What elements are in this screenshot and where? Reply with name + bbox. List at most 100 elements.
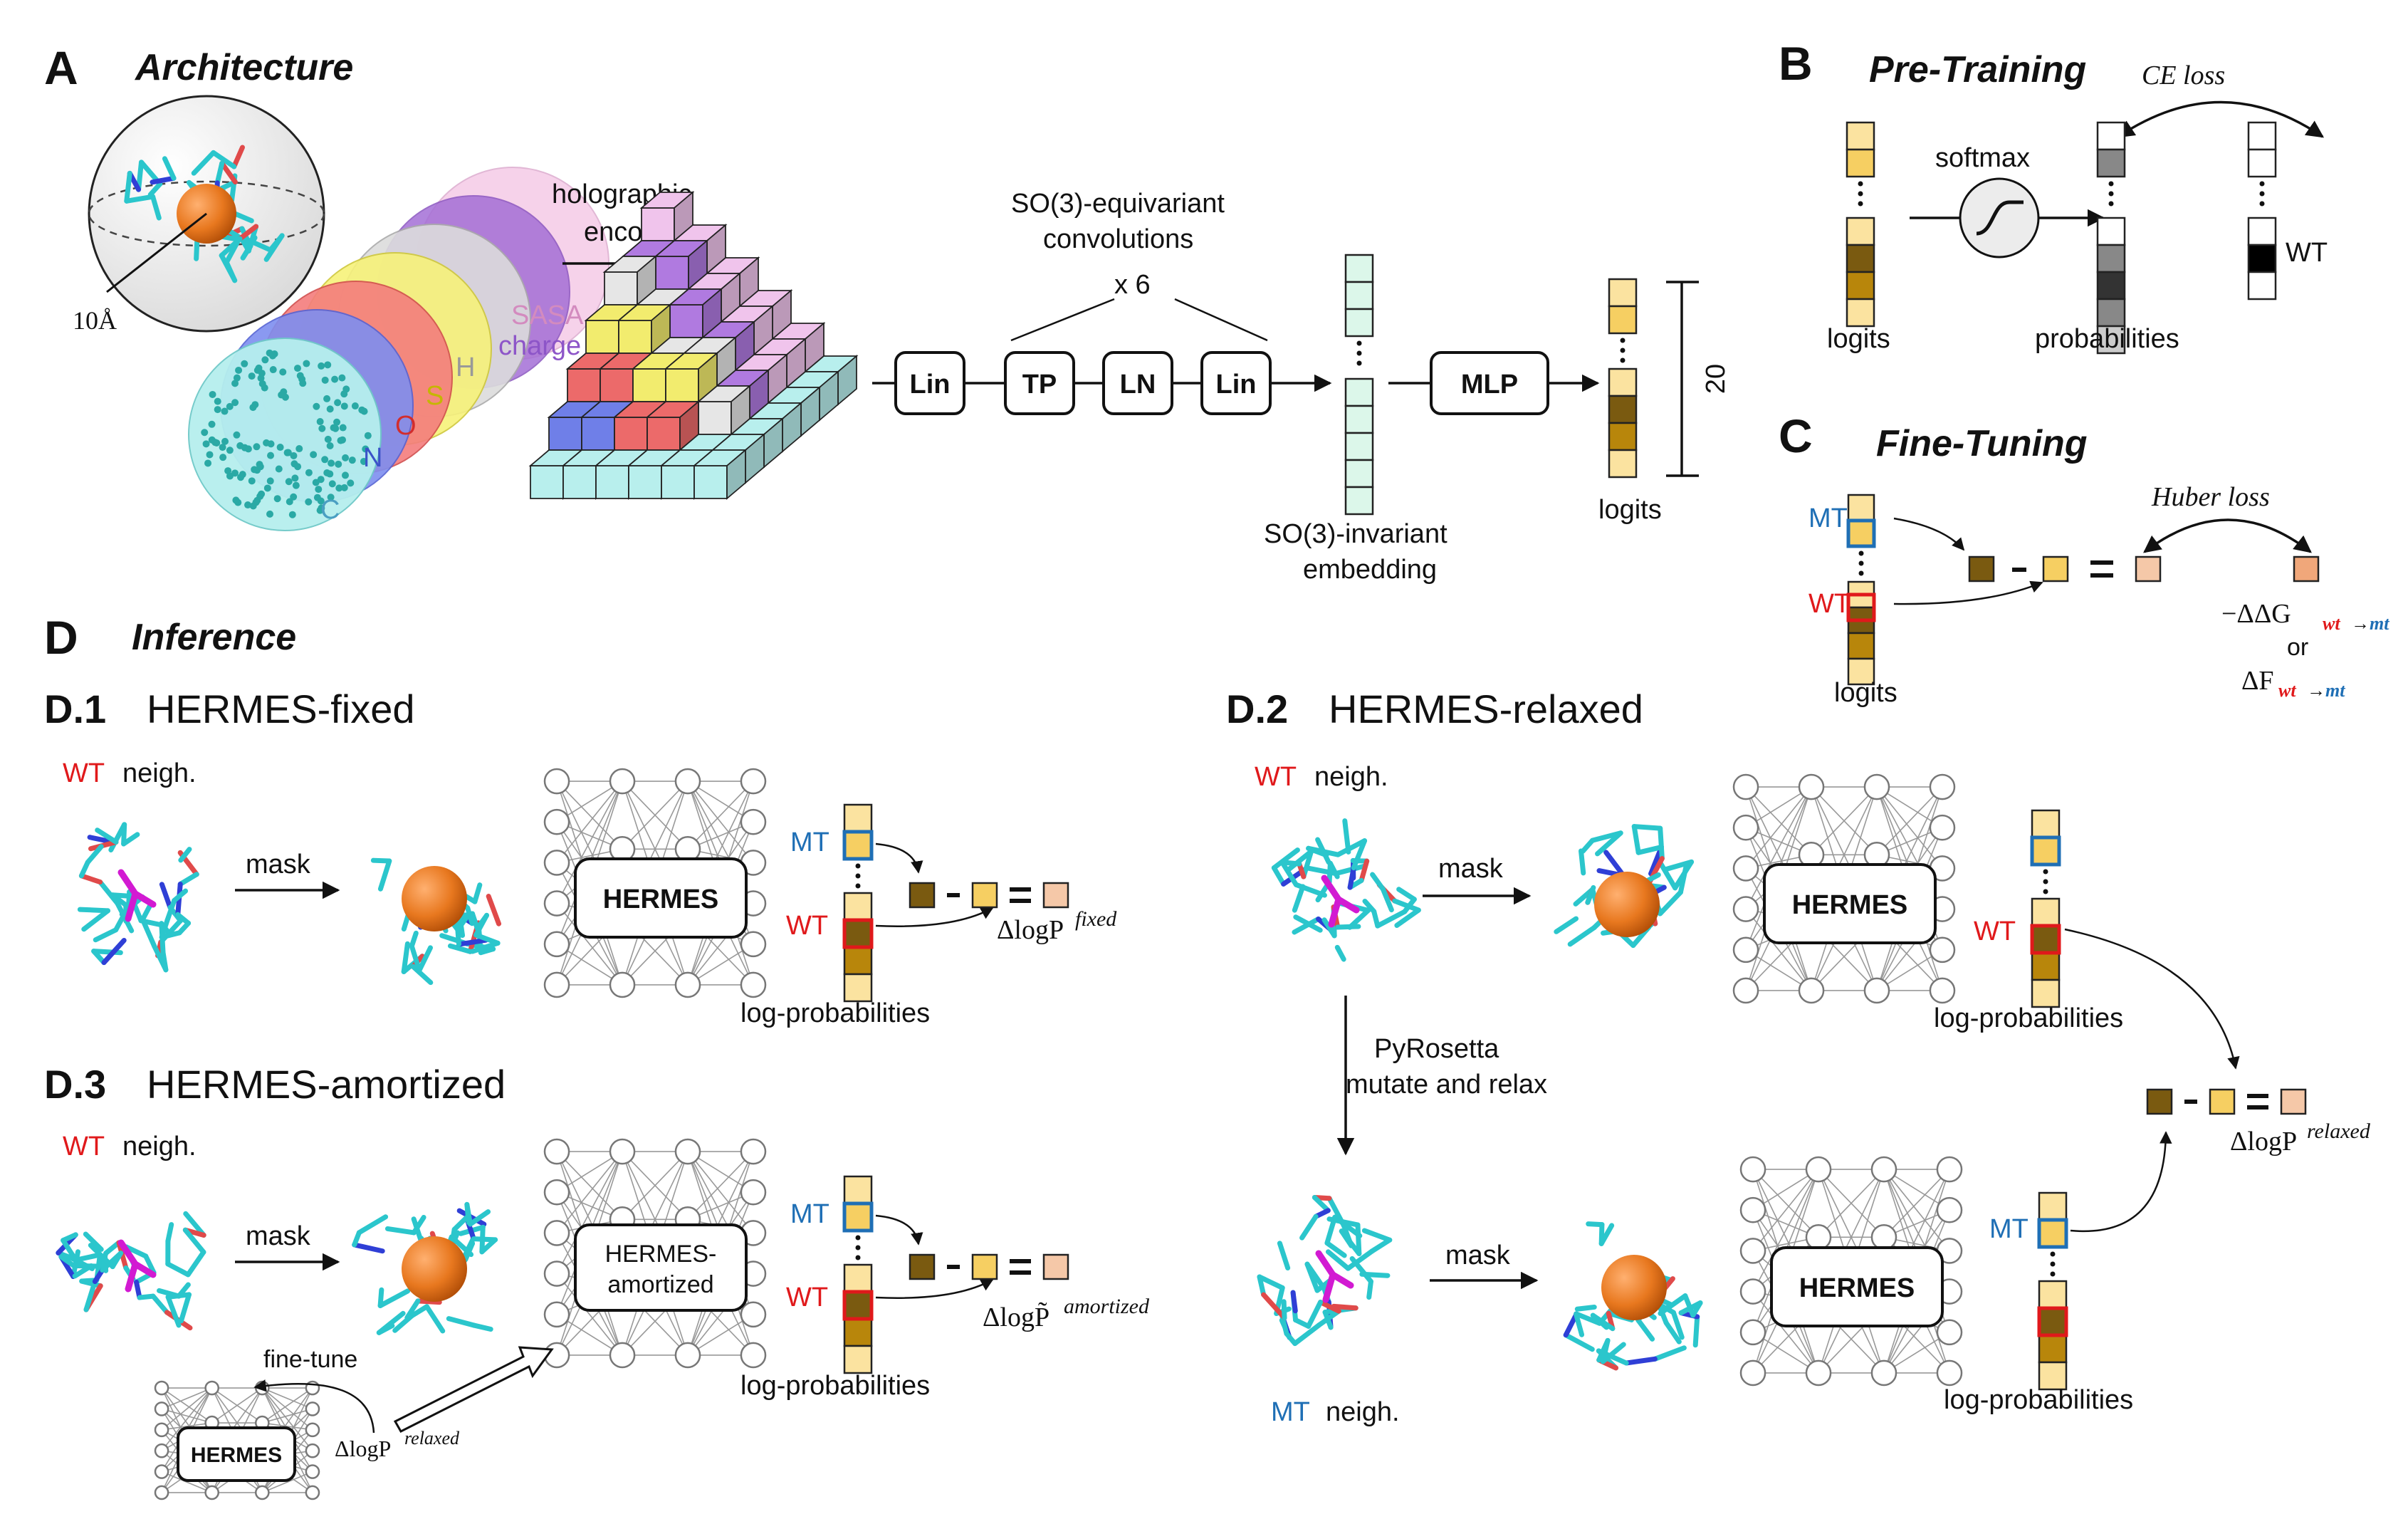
panel-d-letter: D bbox=[44, 611, 78, 664]
d2-delta-sup: relaxed bbox=[2307, 1119, 2371, 1143]
channel-discs bbox=[188, 167, 609, 531]
d2-mt-neigh-suffix: neigh. bbox=[1326, 1397, 1400, 1427]
d3-equation bbox=[909, 1253, 1069, 1280]
atom-s: S bbox=[426, 381, 444, 411]
d3-small-hermes-box bbox=[177, 1426, 296, 1482]
ce-loss-label: CE loss bbox=[2142, 61, 2225, 90]
d1-mask-ball bbox=[402, 866, 467, 931]
mt-label-c: MT bbox=[1808, 503, 1848, 533]
d2-logprob-label-bottom: log-probabilities bbox=[1944, 1385, 2133, 1415]
d2-mask-label-2: mask bbox=[1445, 1241, 1511, 1270]
d2-hermes-box-bottom bbox=[1770, 1246, 1944, 1327]
d1-hermes-label: HERMES bbox=[603, 884, 719, 914]
sigmoid-icon bbox=[1959, 177, 2040, 259]
d3-mt-label: MT bbox=[790, 1199, 829, 1229]
d2-delta-label: ΔlogP bbox=[2230, 1127, 2297, 1157]
d2-equation bbox=[2146, 1088, 2307, 1115]
ddg-sub-arrow: → bbox=[2351, 613, 2370, 634]
d1-equation bbox=[909, 882, 1069, 909]
d1-neigh-label: neigh. bbox=[122, 758, 197, 788]
pyrosetta-label-1: PyRosetta bbox=[1374, 1034, 1499, 1064]
logits-vector-c bbox=[1846, 494, 1876, 686]
logits-b-label: logits bbox=[1827, 324, 1890, 354]
d3-logprob-vector bbox=[842, 1175, 874, 1374]
d2-mt-vec-label: MT bbox=[1989, 1214, 2029, 1244]
d2-mask-label: mask bbox=[1438, 854, 1504, 884]
d3-number: D.3 bbox=[44, 1062, 106, 1107]
logits-vector-b bbox=[1846, 121, 1875, 328]
d2-wt-molecule bbox=[1271, 818, 1421, 962]
transfer-arrow bbox=[393, 1346, 554, 1433]
panel-d-title: Inference bbox=[132, 617, 296, 658]
huber-loss-label: Huber loss bbox=[2151, 482, 2270, 512]
d1-delta-sup: fixed bbox=[1075, 907, 1117, 931]
d3-hermes-label-1: HERMES- bbox=[605, 1241, 717, 1268]
conv-title-2: convolutions bbox=[1043, 224, 1193, 254]
wt-onehot-label: WT bbox=[2286, 238, 2328, 268]
panel-b-title: Pre-Training bbox=[1869, 49, 2086, 90]
neighborhood-sphere bbox=[88, 95, 325, 333]
logits-vector-a bbox=[1608, 278, 1638, 479]
ln-block-label: LN bbox=[1120, 370, 1156, 400]
tp-block-label: TP bbox=[1022, 370, 1057, 400]
df-label: ΔF bbox=[2241, 666, 2274, 696]
d2-name: HERMES-relaxed bbox=[1329, 686, 1643, 731]
ddg-sub-wt: wt bbox=[2323, 613, 2340, 634]
dim-label: 20 bbox=[1701, 364, 1731, 394]
logits-a-label: logits bbox=[1598, 495, 1662, 525]
d3-logprob-label: log-probabilities bbox=[740, 1371, 930, 1401]
d1-mt-label: MT bbox=[790, 828, 829, 857]
d2-masked-molecule bbox=[1554, 824, 1695, 949]
probabilities-label: probabilities bbox=[2035, 324, 2179, 354]
d2-hermes-box-top bbox=[1763, 863, 1937, 944]
d2-mask-ball-2 bbox=[1601, 1255, 1667, 1320]
d2-hermes-label-bottom: HERMES bbox=[1799, 1273, 1915, 1303]
atom-n: N bbox=[363, 443, 382, 473]
d2-mt-neigh-label: MT bbox=[1271, 1397, 1310, 1427]
atom-h: H bbox=[456, 353, 475, 382]
conv-title-1: SO(3)-equivariant bbox=[1011, 189, 1225, 219]
d1-wt-molecule bbox=[77, 822, 199, 973]
tensor-cubes bbox=[528, 191, 859, 500]
probabilities-vector bbox=[2096, 121, 2126, 355]
ddg-label: −ΔΔG bbox=[2221, 599, 2291, 629]
d3-wt-molecule bbox=[56, 1211, 206, 1331]
panel-a-title: Architecture bbox=[134, 47, 353, 88]
d3-delta-sup: amortized bbox=[1064, 1295, 1150, 1318]
finetune-label: fine-tune bbox=[263, 1346, 357, 1373]
panel-c-letter: C bbox=[1779, 409, 1813, 462]
d2-number: D.2 bbox=[1226, 686, 1288, 731]
d3-mask-ball bbox=[402, 1236, 467, 1302]
d2-neigh-label: neigh. bbox=[1314, 762, 1388, 792]
invariant-embedding-vector bbox=[1344, 254, 1374, 516]
d3-small-hermes-label: HERMES bbox=[191, 1443, 282, 1467]
d3-wt-vec-label: WT bbox=[786, 1283, 828, 1312]
radius-label: 10Å bbox=[73, 306, 117, 335]
d3-mask-label: mask bbox=[246, 1221, 311, 1251]
d3-name: HERMES-amortized bbox=[147, 1062, 506, 1107]
d1-logprob-vector bbox=[842, 803, 874, 1003]
wt-label-c: WT bbox=[1808, 589, 1851, 619]
panel-a-letter: A bbox=[44, 41, 78, 94]
embedding-label-2: embedding bbox=[1303, 555, 1437, 585]
ddg-sub-mt: mt bbox=[2370, 613, 2389, 634]
atom-o: O bbox=[395, 411, 417, 441]
embedding-label-1: SO(3)-invariant bbox=[1264, 519, 1448, 549]
d3-wt-label: WT bbox=[63, 1132, 105, 1161]
atom-sasa: SASA bbox=[511, 301, 584, 330]
atom-charge: charge bbox=[498, 331, 581, 361]
lin-block-2-label: Lin bbox=[1216, 370, 1257, 400]
pyrosetta-label-2: mutate and relax bbox=[1346, 1070, 1547, 1100]
atom-c: C bbox=[320, 495, 340, 525]
d2-logprob-vector-bottom bbox=[2037, 1191, 2068, 1391]
d3-delta-label: ΔlogP̃ bbox=[983, 1302, 1049, 1332]
d1-logprob-label: log-probabilities bbox=[740, 998, 930, 1028]
d2-logprob-label-top: log-probabilities bbox=[1934, 1003, 2123, 1033]
d2-wt-vec-label: WT bbox=[1974, 917, 2016, 946]
d3-relaxed-sup: relaxed bbox=[404, 1428, 460, 1448]
d1-delta-label: ΔlogP bbox=[997, 915, 1064, 945]
d3-neigh-label: neigh. bbox=[122, 1132, 197, 1161]
mlp-block-label: MLP bbox=[1461, 370, 1518, 400]
d2-hermes-label-top: HERMES bbox=[1792, 890, 1908, 920]
lin-block-1-label: Lin bbox=[910, 370, 951, 400]
